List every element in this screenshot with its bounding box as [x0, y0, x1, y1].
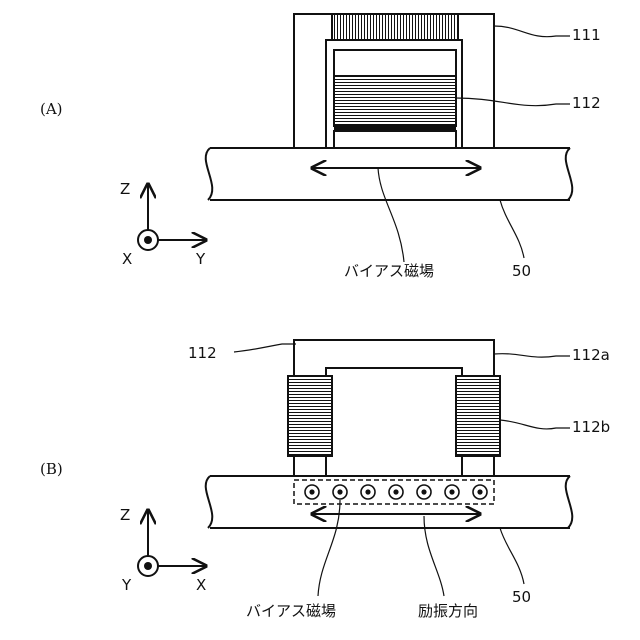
axis-b-right: X: [196, 576, 206, 594]
ref-112-b: 112: [188, 344, 217, 362]
ref-112a: 112a: [572, 346, 610, 364]
axis-a-dot: X: [122, 250, 132, 268]
current-dots: [305, 485, 487, 499]
leader-112a: [494, 354, 570, 357]
base-plate-a: [206, 148, 573, 200]
magnet-base: [334, 131, 456, 148]
bias-field-label-b: バイアス磁場: [246, 602, 336, 620]
axis-triad-a: Z X Y: [120, 180, 206, 268]
bias-field-label-a: バイアス磁場: [344, 262, 434, 280]
panel-a: (A) 111 112 50 バイアス磁場: [40, 14, 601, 280]
ref-50-a: 50: [512, 262, 531, 280]
ref-50-b: 50: [512, 588, 531, 606]
base-plate-b: [206, 476, 573, 528]
axis-a-up: Z: [120, 180, 130, 198]
panel-b-label: (B): [40, 460, 63, 478]
top-coil: [332, 14, 458, 40]
leader-50-b: [500, 528, 524, 584]
panel-a-label: (A): [40, 100, 63, 118]
coil-112b-left: [288, 376, 332, 456]
axis-b-dot: Y: [121, 576, 132, 594]
excite-direction-label: 励振方向: [418, 602, 478, 620]
ref-111: 111: [572, 26, 601, 44]
leader-112-b: [234, 344, 296, 352]
leader-111: [494, 26, 570, 37]
leader-112b: [500, 420, 570, 429]
leader-50-a: [500, 200, 524, 258]
axis-a-right: Y: [195, 250, 206, 268]
panel-b: (B): [40, 340, 610, 620]
magnet-112: [334, 76, 456, 126]
axis-b-up: Z: [120, 506, 130, 524]
ref-112b: 112b: [572, 418, 610, 436]
leader-112: [456, 98, 570, 106]
leader-bias-a: [378, 168, 404, 262]
coil-112b-right: [456, 376, 500, 456]
ref-112-a: 112: [572, 94, 601, 112]
magnet-top-plate: [334, 50, 456, 76]
axis-triad-b: Z Y X: [120, 506, 206, 594]
